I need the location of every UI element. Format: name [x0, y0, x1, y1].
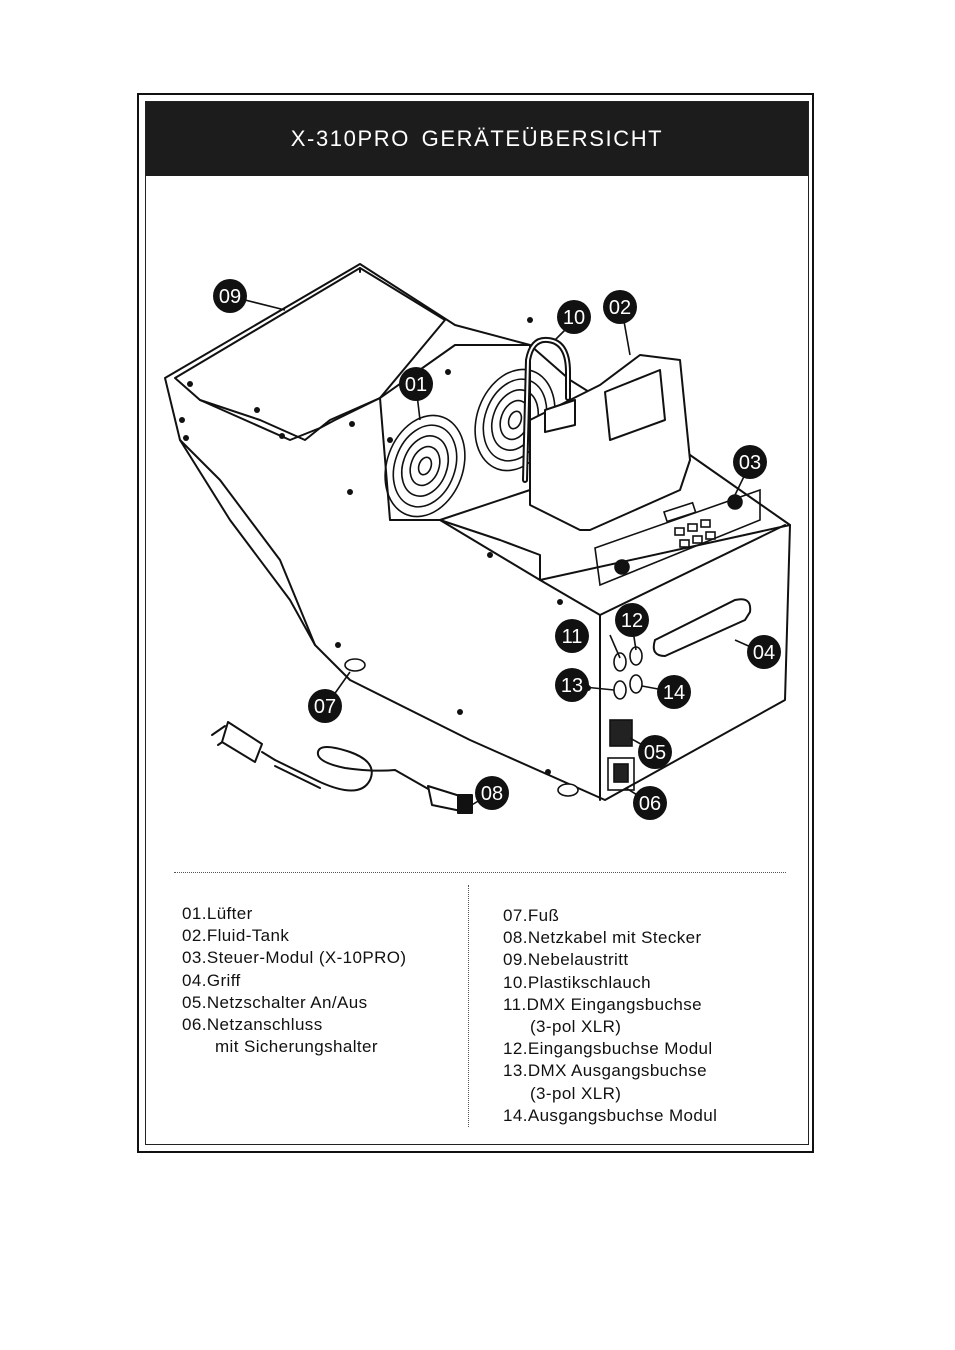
- top-plate: [174, 267, 446, 441]
- handle: [652, 598, 752, 658]
- legend-item-continuation: (3-pol XLR): [530, 1083, 622, 1103]
- svg-text:02: 02: [609, 297, 631, 319]
- callout-markers: 09 01 10 02 03 04 12 11 13 14 05 06 07 0…: [213, 279, 781, 820]
- legend-item-number: 05.: [182, 992, 207, 1012]
- page-title: X-310PRO GERÄTEÜBERSICHT: [146, 102, 808, 176]
- legend-item-text: DMX Ausgangsbuchse: [527, 1061, 708, 1081]
- legend-item-number: 02.: [182, 926, 207, 946]
- device-drawing: 09 01 10 02 03 04 12 11 13 14 05 06 07 0…: [164, 263, 791, 820]
- power-cable: [211, 721, 473, 814]
- svg-text:01: 01: [405, 374, 427, 396]
- svg-text:03: 03: [739, 452, 761, 474]
- legend-item: 11.DMX Eingangsbuchse: [503, 994, 717, 1016]
- legend-item-continuation: mit Sicherungshalter: [215, 1037, 378, 1057]
- legend-item-number: 08.: [503, 928, 528, 948]
- legend-item-text: DMX Eingangsbuchse: [526, 994, 702, 1014]
- svg-text:04: 04: [753, 642, 775, 664]
- legend-item-number: 03.: [182, 948, 207, 968]
- fluid-tank: [529, 354, 691, 531]
- legend-item-number: 09.: [503, 950, 528, 970]
- legend-item-text: Netzschalter An/Aus: [206, 992, 368, 1012]
- svg-text:11: 11: [562, 626, 583, 648]
- svg-text:07: 07: [314, 696, 336, 718]
- legend-item-number: 04.: [182, 970, 207, 990]
- legend-item: 07.Fuß: [503, 905, 717, 927]
- callout-08: 08: [475, 776, 509, 810]
- legend-item: 13.DMX Ausgangsbuchse: [503, 1060, 717, 1082]
- svg-text:12: 12: [621, 610, 643, 632]
- legend-item-text: Lüfter: [206, 904, 253, 923]
- legend-item: 12.Eingangsbuchse Modul: [503, 1038, 717, 1060]
- callout-01: 01: [399, 367, 433, 401]
- fan-left: [384, 414, 466, 518]
- power-switch-and-inlet: [607, 719, 635, 791]
- svg-text:10: 10: [563, 307, 585, 329]
- legend-item-number: 06.: [182, 1015, 207, 1035]
- callout-06: 06: [633, 786, 667, 820]
- svg-text:13: 13: [561, 675, 583, 697]
- callout-07: 07: [308, 689, 342, 723]
- callout-03: 03: [733, 445, 767, 479]
- screws: [179, 317, 591, 775]
- legend-column-separator: [468, 885, 469, 1127]
- legend-item-text: Steuer-Modul (X-10PRO): [206, 948, 407, 968]
- legend-item: 05.Netzschalter An/Aus: [182, 992, 407, 1014]
- legend-item-text: Netzanschluss: [206, 1015, 323, 1035]
- svg-text:05: 05: [644, 742, 666, 764]
- connectors: [613, 646, 643, 700]
- control-module: [594, 488, 761, 587]
- legend-item-text: Ausgangsbuchse Modul: [527, 1105, 718, 1125]
- legend-item-number: 01.: [182, 904, 207, 923]
- legend-item-number: 07.: [503, 906, 528, 925]
- svg-text:06: 06: [639, 793, 661, 815]
- legend-item: 01.Lüfter: [182, 903, 407, 925]
- legend-item: 03.Steuer-Modul (X-10PRO): [182, 947, 407, 969]
- callout-10: 10: [557, 300, 591, 334]
- callout-11: 11: [555, 619, 589, 653]
- callout-13: 13: [555, 668, 589, 702]
- legend-item: 14.Ausgangsbuchse Modul: [503, 1105, 717, 1127]
- legend-item-text: Netzkabel mit Stecker: [527, 928, 702, 948]
- legend-item-number: 10.: [503, 972, 528, 992]
- svg-text:08: 08: [481, 783, 503, 805]
- callout-05: 05: [638, 735, 672, 769]
- legend-item-text: Griff: [206, 970, 241, 990]
- callout-09: 09: [213, 279, 247, 313]
- legend-item-continuation: (3-pol XLR): [530, 1017, 622, 1037]
- legend-item: 02.Fluid-Tank: [182, 925, 407, 947]
- svg-text:14: 14: [663, 682, 685, 704]
- legend-item: 04.Griff: [182, 970, 407, 992]
- legend-item-text: Fluid-Tank: [206, 926, 290, 946]
- legend-item-text: Eingangsbuchse Modul: [527, 1039, 713, 1059]
- legend-item-number: 14.: [503, 1105, 528, 1125]
- callout-14: 14: [657, 675, 691, 709]
- svg-text:09: 09: [219, 286, 241, 308]
- inner-frame: [145, 101, 809, 1145]
- legend-item-number: 13.: [503, 1061, 528, 1081]
- callout-04: 04: [747, 635, 781, 669]
- legend-item-text: Nebelaustritt: [527, 950, 629, 970]
- outer-frame: [137, 93, 814, 1153]
- legend-divider: [174, 872, 786, 873]
- legend-item: 10.Plastikschlauch: [503, 972, 717, 994]
- legend-item-text: Fuß: [527, 906, 560, 925]
- page-title-text: X-310PRO GERÄTEÜBERSICHT: [290, 126, 664, 151]
- legend-item-number: 11.: [503, 994, 527, 1014]
- legend-item-text: Plastikschlauch: [527, 972, 652, 992]
- housing-outline: [164, 263, 791, 801]
- callout-02: 02: [603, 290, 637, 324]
- legend-item: 08.Netzkabel mit Stecker: [503, 927, 717, 949]
- legend-item: 09.Nebelaustritt: [503, 949, 717, 971]
- legend-item-number: 12.: [503, 1039, 528, 1059]
- feet: [344, 658, 579, 797]
- legend-item: 06.Netzanschluss: [182, 1014, 407, 1036]
- callout-12: 12: [615, 603, 649, 637]
